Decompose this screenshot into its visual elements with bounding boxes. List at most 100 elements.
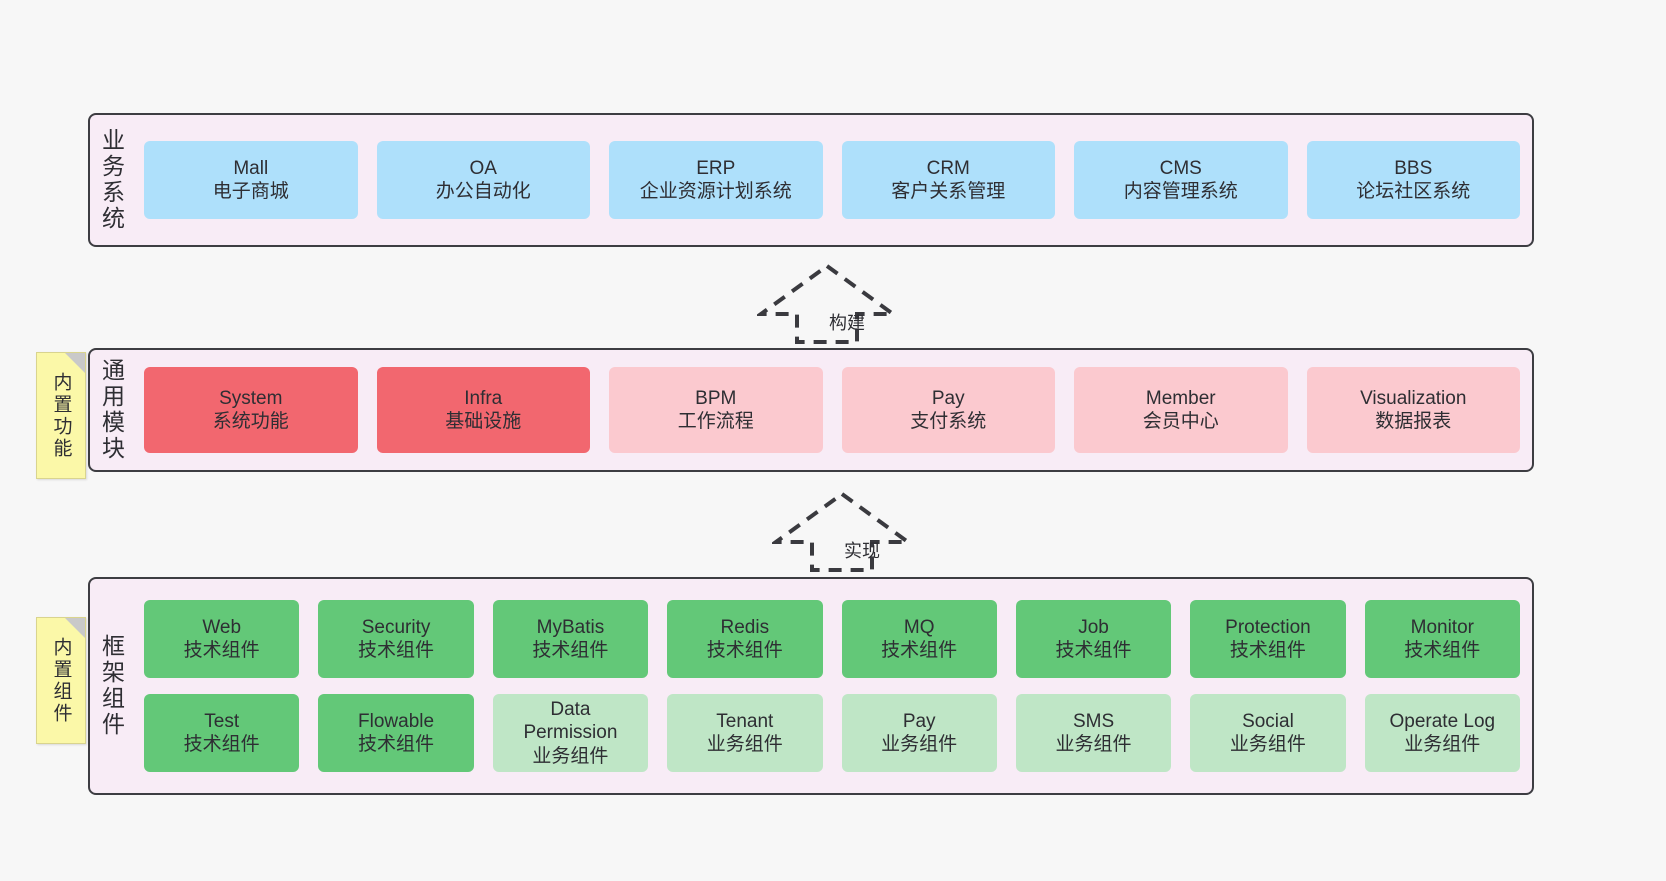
card-bbs[interactable]: BBS 论坛社区系统 [1306, 141, 1520, 219]
build-arrow-label: 构建 [829, 313, 865, 333]
card-title-en: MyBatis [536, 616, 605, 638]
card-title-en: Tenant [716, 710, 774, 732]
layer-title-framework-component: 框架组件 [90, 579, 132, 793]
card-title-en: Member [1145, 387, 1216, 409]
card-redis[interactable]: Redis 技术组件 [667, 600, 823, 678]
card-title-en: Pay [931, 387, 965, 409]
card-title-cn: 技术组件 [358, 640, 435, 661]
card-pay[interactable]: Pay 支付系统 [841, 367, 1055, 453]
card-protection[interactable]: Protection 技术组件 [1190, 600, 1346, 678]
card-erp[interactable]: ERP 企业资源计划系统 [609, 141, 823, 219]
card-title-en: Operate Log [1389, 710, 1496, 732]
card-title-cn: 电子商城 [212, 181, 289, 202]
card-member[interactable]: Member 会员中心 [1074, 367, 1288, 453]
layer-business-system: 业务系统 Mall 电子商城 OA 办公自动化 ERP 企业资源计划系统 CRM [88, 113, 1534, 247]
card-social[interactable]: Social 业务组件 [1190, 694, 1346, 772]
card-mall[interactable]: Mall 电子商城 [144, 141, 358, 219]
card-title-cn: 工作流程 [677, 411, 754, 432]
card-title-cn: 技术组件 [881, 640, 958, 661]
layer-body-common-module: System 系统功能 Infra 基础设施 BPM 工作流程 Pay 支付系统… [132, 350, 1532, 470]
card-title-cn: 业务组件 [1229, 734, 1306, 755]
card-title-en: SMS [1072, 710, 1115, 732]
card-pay-component[interactable]: Pay 业务组件 [841, 694, 997, 772]
card-title-en: Web [202, 616, 242, 638]
card-title-cn: 系统功能 [212, 411, 289, 432]
card-title-en: MQ [903, 616, 935, 638]
card-title-en: CRM [926, 157, 970, 179]
card-title-en: Visualization [1360, 387, 1467, 409]
card-title-cn: 业务组件 [881, 734, 958, 755]
build-arrow: 构建 [757, 262, 897, 344]
card-title-en: Monitor [1410, 616, 1474, 638]
card-title-cn: 技术组件 [1404, 640, 1481, 661]
note-label: 内置功能 [50, 371, 72, 460]
card-title-en: Security [361, 616, 431, 638]
card-data-permission[interactable]: Data Permission 业务组件 [492, 694, 649, 772]
card-system[interactable]: System 系统功能 [144, 367, 358, 453]
card-title-cn: 业务组件 [1055, 734, 1132, 755]
card-mybatis[interactable]: MyBatis 技术组件 [492, 600, 649, 678]
card-title-cn: 企业资源计划系统 [639, 181, 792, 202]
card-row: Test 技术组件 Flowable 技术组件 Data Permission … [144, 694, 1520, 772]
card-title-en: OA [469, 157, 497, 179]
card-title-cn: 会员中心 [1142, 411, 1219, 432]
card-sms[interactable]: SMS 业务组件 [1015, 694, 1172, 772]
card-title-cn: 客户关系管理 [891, 181, 1006, 202]
card-title-cn: 业务组件 [532, 745, 609, 767]
card-row: Mall 电子商城 OA 办公自动化 ERP 企业资源计划系统 CRM 客户关系… [144, 141, 1520, 219]
layer-body-business-system: Mall 电子商城 OA 办公自动化 ERP 企业资源计划系统 CRM 客户关系… [132, 115, 1532, 245]
note-fold-corner [65, 618, 85, 638]
card-title-en: Redis [720, 616, 770, 638]
card-title-en: Social [1242, 710, 1294, 732]
card-title-cn: 业务组件 [706, 734, 783, 755]
note-builtin-component: 内置组件 [36, 617, 86, 744]
card-infra[interactable]: Infra 基础设施 [376, 367, 590, 453]
card-title-en: Test [204, 710, 240, 732]
note-builtin-feature: 内置功能 [36, 352, 86, 479]
card-title-en: Flowable [358, 710, 435, 732]
card-tenant[interactable]: Tenant 业务组件 [667, 694, 823, 772]
card-cms[interactable]: CMS 内容管理系统 [1074, 141, 1288, 219]
card-mq[interactable]: MQ 技术组件 [841, 600, 997, 678]
card-title-en: Infra [464, 387, 503, 409]
implement-arrow: 实现 [772, 490, 912, 572]
card-title-cn: 基础设施 [445, 411, 522, 432]
layer-title-text: 框架组件 [98, 634, 125, 738]
card-crm[interactable]: CRM 客户关系管理 [841, 141, 1055, 219]
card-title-en: Data [550, 699, 591, 721]
card-web[interactable]: Web 技术组件 [144, 600, 300, 678]
card-operate-log[interactable]: Operate Log 业务组件 [1364, 694, 1520, 772]
card-title-en: BBS [1394, 157, 1433, 179]
card-row: System 系统功能 Infra 基础设施 BPM 工作流程 Pay 支付系统… [144, 367, 1520, 453]
card-title-cn: 论坛社区系统 [1356, 181, 1471, 202]
card-title-cn: 内容管理系统 [1123, 181, 1238, 202]
card-title-cn: 业务组件 [1404, 734, 1481, 755]
card-flowable[interactable]: Flowable 技术组件 [318, 694, 474, 772]
card-title-en: BPM [695, 387, 737, 409]
card-title-cn: 技术组件 [706, 640, 783, 661]
card-job[interactable]: Job 技术组件 [1015, 600, 1172, 678]
card-title-cn: 技术组件 [183, 640, 260, 661]
card-title-cn: 技术组件 [1055, 640, 1132, 661]
card-security[interactable]: Security 技术组件 [318, 600, 474, 678]
card-visualization[interactable]: Visualization 数据报表 [1306, 367, 1520, 453]
note-fold-corner [65, 353, 85, 373]
card-monitor[interactable]: Monitor 技术组件 [1364, 600, 1520, 678]
card-test[interactable]: Test 技术组件 [144, 694, 300, 772]
card-title-en: CMS [1159, 157, 1202, 179]
card-title-en: System [219, 387, 283, 409]
card-title-en-line2: Permission [523, 722, 618, 744]
layer-title-common-module: 通用模块 [90, 350, 132, 470]
card-title-cn: 办公自动化 [435, 181, 531, 202]
layer-body-framework-component: Web 技术组件 Security 技术组件 MyBatis 技术组件 Redi… [132, 579, 1532, 793]
card-title-en: Protection [1225, 616, 1311, 638]
note-label: 内置组件 [50, 636, 72, 725]
layer-framework-component: 框架组件 Web 技术组件 Security 技术组件 MyBatis 技术组件… [88, 577, 1534, 795]
layer-title-business-system: 业务系统 [90, 115, 132, 245]
card-title-cn: 技术组件 [183, 734, 260, 755]
card-title-en: Pay [902, 710, 936, 732]
layer-title-text: 业务系统 [98, 128, 125, 232]
card-bpm[interactable]: BPM 工作流程 [609, 367, 823, 453]
card-oa[interactable]: OA 办公自动化 [376, 141, 590, 219]
